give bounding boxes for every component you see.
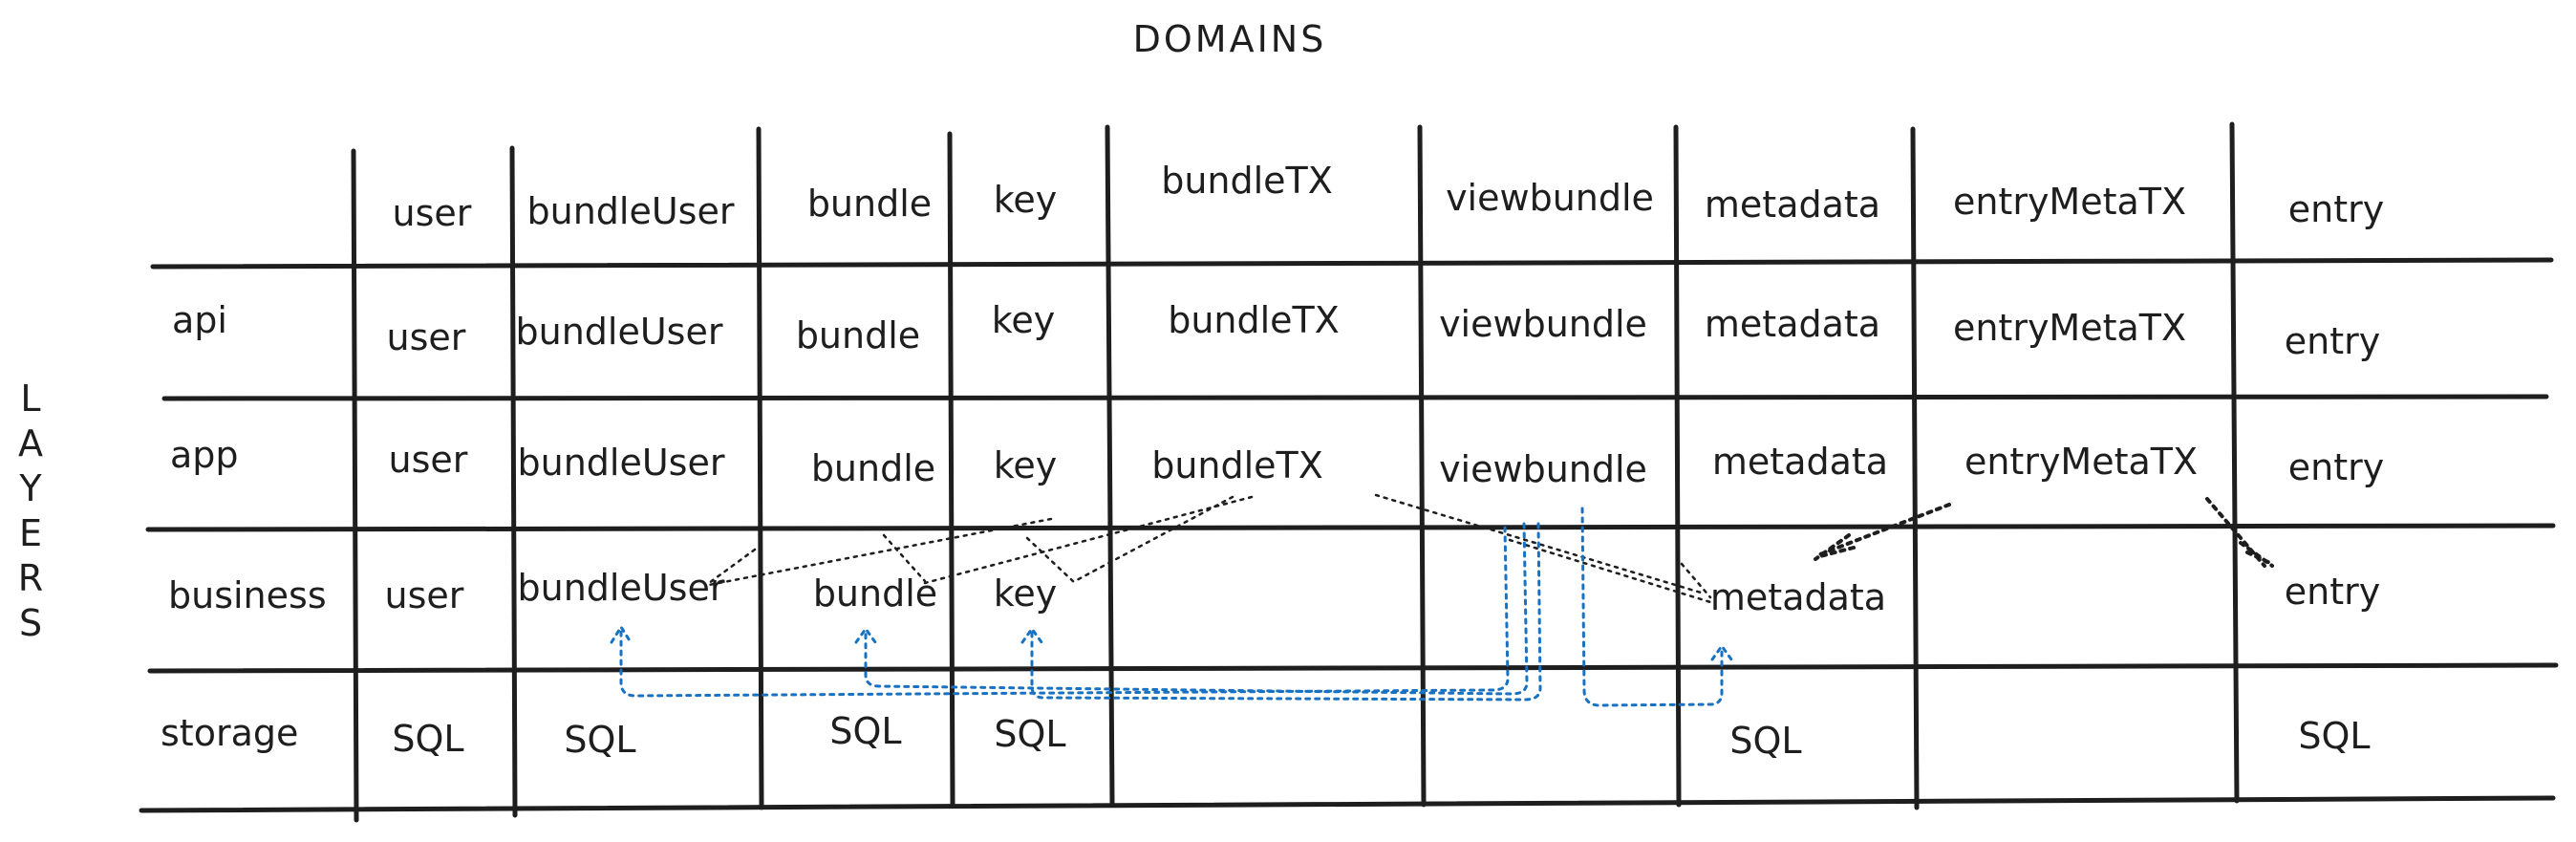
storage-link (864, 522, 1529, 696)
side-label-letter: A (18, 422, 43, 464)
cell-business-entry: entry (2285, 571, 2380, 613)
row-storage: storage SQL SQL SQL SQL SQL SQL (161, 710, 2371, 762)
dep-line (1680, 562, 1712, 599)
grid-vertical-lines (351, 121, 2240, 823)
cell-api-viewbundle: viewbundle (1439, 303, 1647, 345)
storage-arrowhead (610, 624, 633, 644)
storage-links (610, 507, 1733, 707)
cell-business-metadata: metadata (1710, 576, 1886, 618)
cell-api-entrymetatx: entryMetaTX (1953, 307, 2186, 349)
dep-line (1025, 536, 1077, 585)
side-label-letter: S (19, 602, 42, 644)
cell-api-bundletx: bundleTX (1168, 299, 1340, 341)
side-label-layers: L A Y E R S (18, 378, 43, 644)
dep-line (923, 495, 1254, 585)
cell-api-user: user (387, 316, 466, 358)
dep-line (707, 517, 1053, 587)
cell-app-metadata: metadata (1712, 441, 1888, 483)
cell-app-viewbundle: viewbundle (1439, 448, 1647, 490)
header-cell-key: key (994, 179, 1058, 221)
cell-app-entry: entry (2288, 446, 2384, 488)
storage-arrowhead (854, 626, 877, 644)
side-label-letter: L (20, 378, 40, 420)
cell-api-entry: entry (2285, 320, 2380, 362)
storage-link (1580, 507, 1724, 707)
cell-business-user: user (385, 574, 464, 616)
grid-horizontal-lines (139, 257, 2559, 813)
header-cell-bundle: bundle (807, 183, 932, 225)
dep-line (1508, 538, 1712, 604)
header-cell-viewbundle: viewbundle (1446, 177, 1654, 219)
cell-storage-key-sql: SQL (994, 713, 1065, 755)
cell-business-bundleuser: bundleUser (518, 567, 725, 609)
cell-api-bundleuser: bundleUser (516, 311, 723, 353)
layer-label-api: api (172, 299, 227, 341)
storage-link (619, 526, 1510, 698)
layer-label-app: app (170, 434, 239, 476)
header-cell-bundleuser: bundleUser (527, 190, 735, 232)
header-cell-entry: entry (2288, 188, 2384, 230)
dep-line (1374, 493, 1703, 594)
dependency-lines (707, 493, 2274, 604)
cell-app-user: user (389, 439, 468, 481)
cell-api-metadata: metadata (1705, 303, 1880, 345)
storage-arrowhead (1020, 626, 1043, 644)
side-label-letter: R (18, 557, 43, 599)
cell-storage-bundle-sql: SQL (829, 710, 901, 752)
header-cell-entrymetatx: entryMetaTX (1953, 181, 2186, 223)
cell-app-bundletx: bundleTX (1151, 444, 1323, 486)
cell-app-bundle: bundle (811, 447, 935, 489)
diagram-title: DOMAINS (1133, 18, 1327, 60)
cell-storage-bundleuser-sql: SQL (564, 719, 635, 761)
layer-label-business: business (168, 574, 327, 616)
dep-line (1818, 503, 1951, 556)
dep-line (707, 548, 757, 585)
dep-line (1073, 495, 1234, 583)
storage-arrowhead (1710, 643, 1733, 661)
row-app: app user bundleUser bundle key bundleTX … (170, 434, 2384, 490)
dep-line (1818, 546, 1856, 558)
dep-line (882, 533, 927, 583)
dep-line (2205, 497, 2266, 568)
row-business: business user bundleUser bundle key meta… (168, 567, 2380, 618)
cell-api-key: key (992, 299, 1056, 341)
cell-business-key: key (994, 572, 1058, 615)
cell-app-key: key (994, 444, 1058, 486)
row-api: api user bundleUser bundle key bundleTX … (172, 299, 2380, 362)
side-label-letter: Y (18, 467, 42, 509)
dep-line (2245, 551, 2274, 566)
cell-app-entrymetatx: entryMetaTX (1964, 441, 2198, 483)
cell-storage-metadata-sql: SQL (1729, 720, 1801, 762)
cell-storage-entry-sql: SQL (2298, 715, 2370, 757)
layer-label-storage: storage (161, 712, 298, 754)
cell-api-bundle: bundle (796, 314, 920, 356)
cell-app-bundleuser: bundleUser (518, 442, 725, 484)
header-cell-metadata: metadata (1705, 184, 1880, 226)
cell-storage-user-sql: SQL (392, 718, 463, 760)
header-cell-bundletx: bundleTX (1161, 160, 1333, 202)
header-row: user bundleUser bundle key bundleTX view… (393, 160, 2385, 234)
cell-business-bundle: bundle (813, 572, 937, 615)
storage-link (1030, 522, 1542, 702)
header-cell-user: user (393, 192, 472, 234)
side-label-letter: E (19, 512, 42, 554)
